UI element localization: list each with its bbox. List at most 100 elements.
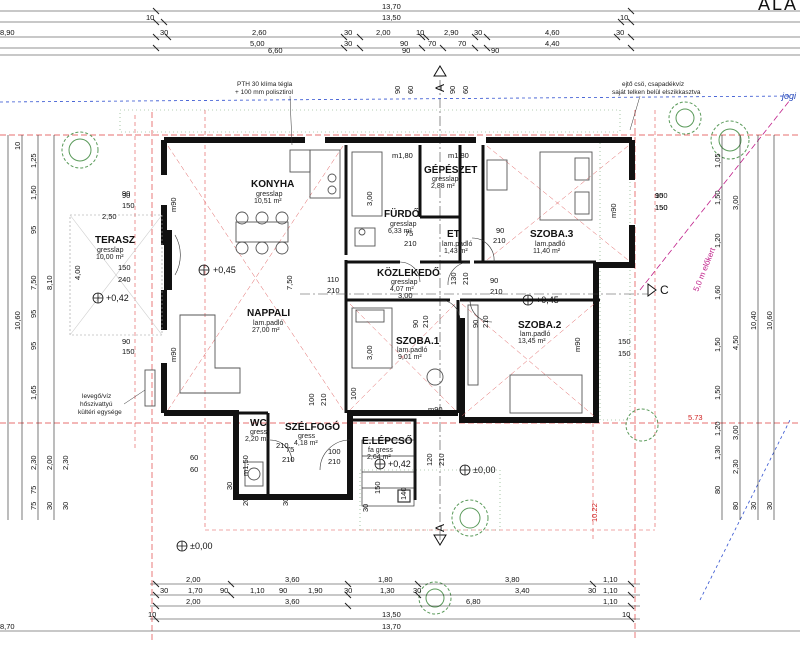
dim-top-small-3: 90 [448,86,457,94]
room-area: 10,00 m² [96,254,124,261]
svg-text:1,30: 1,30 [713,445,722,460]
svg-text:2,00: 2,00 [45,455,54,470]
level-markers: +0,45 +0,42 +0,45 +0,42 ±0,00 ±0,00 [92,264,559,552]
inner-dimensions: 90 150 90 150 150 240 90 150 150 150 150… [118,151,668,512]
setback-line [639,99,791,291]
svg-text:1,25: 1,25 [29,153,38,168]
svg-text:3,00: 3,00 [731,425,740,440]
svg-text:30: 30 [765,502,774,510]
svg-text:240: 240 [118,275,131,284]
svg-text:7,50: 7,50 [29,275,38,290]
svg-text:1,20: 1,20 [713,421,722,436]
room-name: FÜRDŐ [384,207,420,220]
svg-text:150: 150 [122,347,135,356]
note-pth: PTH 30 klíma tégla + 100 mm polisztirol [235,81,294,146]
room-konyha: KONYHA gresslap 10,51 m² [251,179,294,205]
dim-top-2a: 10 [146,13,154,22]
room-area: 6,33 m² [388,228,412,235]
room-floor: gresslap [432,176,459,183]
svg-text:m1,80: m1,80 [392,151,413,160]
svg-text:95: 95 [29,310,38,318]
red-dim-1022: 10.22 [590,503,599,522]
dim-top-4d: 70 [428,39,436,48]
svg-text:10,60: 10,60 [765,311,774,330]
room-area: 2,64 m² [367,454,391,461]
svg-text:m90: m90 [169,347,178,362]
svg-text:1,10: 1,10 [603,597,618,606]
svg-text:30: 30 [61,502,70,510]
svg-text:2,30: 2,30 [61,455,70,470]
svg-text:150: 150 [122,201,135,210]
svg-text:4,00: 4,00 [73,265,82,280]
dim-top-2b: 13,50 [382,13,401,22]
svg-text:90: 90 [122,189,130,198]
room-floor: lam.padló [520,331,550,338]
svg-text:m90: m90 [428,405,443,414]
terrace-area [69,214,163,336]
room-floor: lam.padló [397,347,427,354]
furniture [144,149,593,487]
svg-text:60: 60 [190,453,198,462]
svg-text:1,50: 1,50 [713,385,722,400]
room-area: 10,51 m² [254,198,282,205]
svg-text:210: 210 [481,315,490,328]
svg-text:210: 210 [276,441,289,450]
section-marker-c: C [300,283,669,297]
room-floor: gresslap [391,279,418,286]
svg-text:30: 30 [749,502,758,510]
svg-text:90: 90 [279,586,287,595]
dim-top-3e: 2,00 [376,28,391,37]
dim-top-3i: 4,60 [545,28,560,37]
room-floor: gresslap [256,191,283,198]
svg-text:30: 30 [225,482,234,490]
svg-text:4,50: 4,50 [731,335,740,350]
room-et: ET. lam.padló 1,43 m² [442,229,472,255]
svg-text:3,40: 3,40 [515,586,530,595]
room-name: KÖZLEKEDŐ [377,266,440,279]
svg-text:10,40: 10,40 [749,311,758,330]
room-floor: gresslap [97,247,124,254]
dim-top-5a: 6,60 [268,46,283,55]
svg-text:75: 75 [286,445,294,454]
dim-top-3b: 30 [160,28,168,37]
room-diagonals [167,145,629,417]
room-area: 4,18 m² [294,440,318,447]
dim-top-small-1: 90 [393,86,402,94]
room-area: 9,01 m² [398,354,422,361]
svg-text:30: 30 [361,504,370,512]
room-area: 2,20 m² [245,436,269,443]
svg-text:30: 30 [413,586,421,595]
room-wc: WC gress 2,20 m² [245,418,269,443]
svg-text:75: 75 [29,502,38,510]
svg-text:kültéri egysége: kültéri egysége [78,409,122,416]
svg-text:1,50: 1,50 [29,185,38,200]
svg-text:1,10: 1,10 [250,586,265,595]
room-area: 11,40 m² [533,248,561,255]
svg-text:3,00: 3,00 [398,291,413,300]
room-name: SZOBA.1 [396,336,440,347]
dim-top-4e: 70 [458,39,466,48]
landscaping-hatch [119,109,631,531]
svg-text:2,00: 2,00 [186,597,201,606]
svg-text:1,70: 1,70 [188,586,203,595]
svg-text:90: 90 [471,320,480,328]
svg-text:8,10: 8,10 [45,275,54,290]
svg-text:±0,00: ±0,00 [190,541,212,551]
room-terasz: TERASZ gresslap 10,00 m² [95,235,135,261]
dim-top-5b: 90 [402,46,410,55]
dim-top-5c: 90 [491,46,499,55]
svg-text:30: 30 [344,586,352,595]
svg-text:m1,80: m1,80 [448,151,469,160]
room-area: 2,88 m² [431,183,455,190]
svg-text:m90: m90 [609,203,618,218]
svg-text:150: 150 [655,203,668,212]
svg-text:1,65: 1,65 [29,385,38,400]
svg-text:75: 75 [405,229,413,238]
room-szoba3: SZOBA.3 lam.padló 11,40 m² [530,229,574,255]
svg-text:3,00: 3,00 [365,345,374,360]
svg-text:90: 90 [411,320,420,328]
dim-top-4f: 4,40 [545,39,560,48]
dim-top-3f: 10 [416,28,424,37]
room-area: 1,43 m² [444,248,468,255]
svg-text:30: 30 [281,498,290,506]
